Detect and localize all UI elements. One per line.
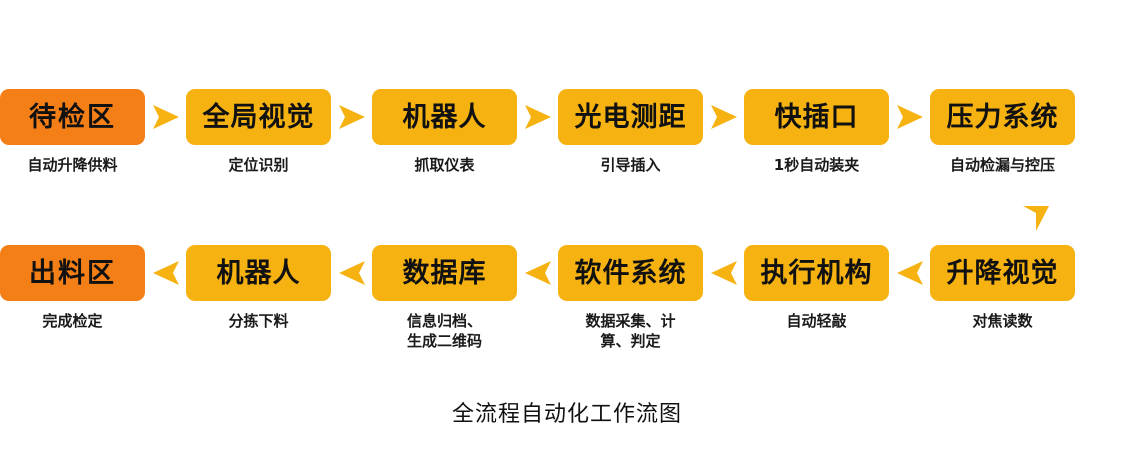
flow-node-box[interactable]: 全局视觉 [186, 89, 331, 145]
flow-node-yalixitong[interactable]: 压力系统 自动检漏与控压 [930, 89, 1075, 175]
flow-node-subtitle: 自动检漏与控压 [949, 156, 1055, 174]
flow-node-title: 数据库 [402, 257, 487, 289]
arrow-left-icon [331, 245, 372, 301]
flow-node-box[interactable]: 快插口 [744, 89, 889, 145]
flow-node-subtitle: 自动升降供料 [27, 156, 118, 174]
flow-node-kuachakou[interactable]: 快插口 1秒自动装夹 [744, 89, 889, 175]
flow-node-box[interactable]: 执行机构 [744, 245, 889, 301]
flow-node-jiqiren-xia[interactable]: 机器人 分拣下料 [186, 245, 331, 331]
flow-node-box[interactable]: 数据库 [372, 245, 517, 301]
flow-node-subtitle: 定位识别 [228, 156, 289, 174]
flow-node-daijianqu[interactable]: 待检区 自动升降供料 [0, 89, 145, 175]
arrow-left-icon [703, 245, 744, 301]
flow-node-title: 出料区 [29, 257, 116, 289]
flow-node-subtitle: 1秒自动装夹 [773, 156, 860, 174]
flow-node-zhixingjigou[interactable]: 执行机构 自动轻敲 [744, 245, 889, 331]
arrow-right-icon [703, 89, 744, 145]
arrow-right-icon [331, 89, 372, 145]
flow-node-subtitle: 对焦读数 [972, 312, 1033, 330]
flow-node-subtitle: 信息归档、 生成二维码 [406, 312, 482, 351]
flow-node-title: 光电测距 [574, 101, 687, 133]
arrow-down-icon [963, 196, 1108, 240]
flow-node-box[interactable]: 压力系统 [930, 89, 1075, 145]
flow-node-title: 压力系统 [946, 101, 1059, 133]
flow-node-box[interactable]: 出料区 [0, 245, 145, 301]
arrow-right-icon [889, 89, 930, 145]
flow-node-title: 软件系统 [574, 257, 687, 289]
flow-node-title: 机器人 [216, 257, 301, 289]
flow-node-quanjushijue[interactable]: 全局视觉 定位识别 [186, 89, 331, 175]
flow-node-title: 全局视觉 [202, 101, 315, 133]
flow-node-box[interactable]: 软件系统 [558, 245, 703, 301]
flow-node-subtitle: 完成检定 [42, 312, 103, 330]
flow-node-guangdianceju[interactable]: 光电测距 引导插入 [558, 89, 703, 175]
flow-node-shengjiangshijue[interactable]: 升降视觉 对焦读数 [930, 245, 1075, 331]
diagram-caption: 全流程自动化工作流图 [451, 402, 682, 427]
flow-node-title: 机器人 [402, 101, 487, 133]
flow-node-subtitle: 自动轻敲 [786, 312, 847, 330]
arrow-right-icon [145, 89, 186, 145]
flow-node-box[interactable]: 机器人 [186, 245, 331, 301]
flow-node-subtitle: 引导插入 [600, 156, 661, 174]
flow-node-jiqiren-shang[interactable]: 机器人 抓取仪表 [372, 89, 517, 175]
flow-node-title: 升降视觉 [946, 257, 1059, 289]
flow-node-box[interactable]: 光电测距 [558, 89, 703, 145]
flow-node-title: 待检区 [29, 101, 116, 133]
flow-node-box[interactable]: 待检区 [0, 89, 145, 145]
workflow-row-forward: 待检区 自动升降供料 全局视觉 定位识别 机器人 抓取仪表 [0, 89, 1134, 175]
flow-node-chuliaoqu[interactable]: 出料区 完成检定 [0, 245, 145, 331]
arrow-left-icon [889, 245, 930, 301]
flow-node-ruanjianxitong[interactable]: 软件系统 数据采集、计 算、判定 [558, 245, 703, 352]
flow-node-title: 执行机构 [760, 257, 873, 289]
flow-node-subtitle: 分拣下料 [228, 312, 289, 330]
arrow-right-icon [517, 89, 558, 145]
flow-node-box[interactable]: 机器人 [372, 89, 517, 145]
arrow-left-icon [517, 245, 558, 301]
workflow-row-return: 出料区 完成检定 机器人 分拣下料 数据库 信息归档、 生成二维码 [0, 245, 1134, 352]
flow-node-box[interactable]: 升降视觉 [930, 245, 1075, 301]
flow-node-title: 快插口 [774, 101, 859, 133]
arrow-left-icon [145, 245, 186, 301]
flow-node-subtitle: 抓取仪表 [414, 156, 475, 174]
flow-node-subtitle: 数据采集、计 算、判定 [585, 312, 676, 351]
flow-node-shujuku[interactable]: 数据库 信息归档、 生成二维码 [372, 245, 517, 352]
